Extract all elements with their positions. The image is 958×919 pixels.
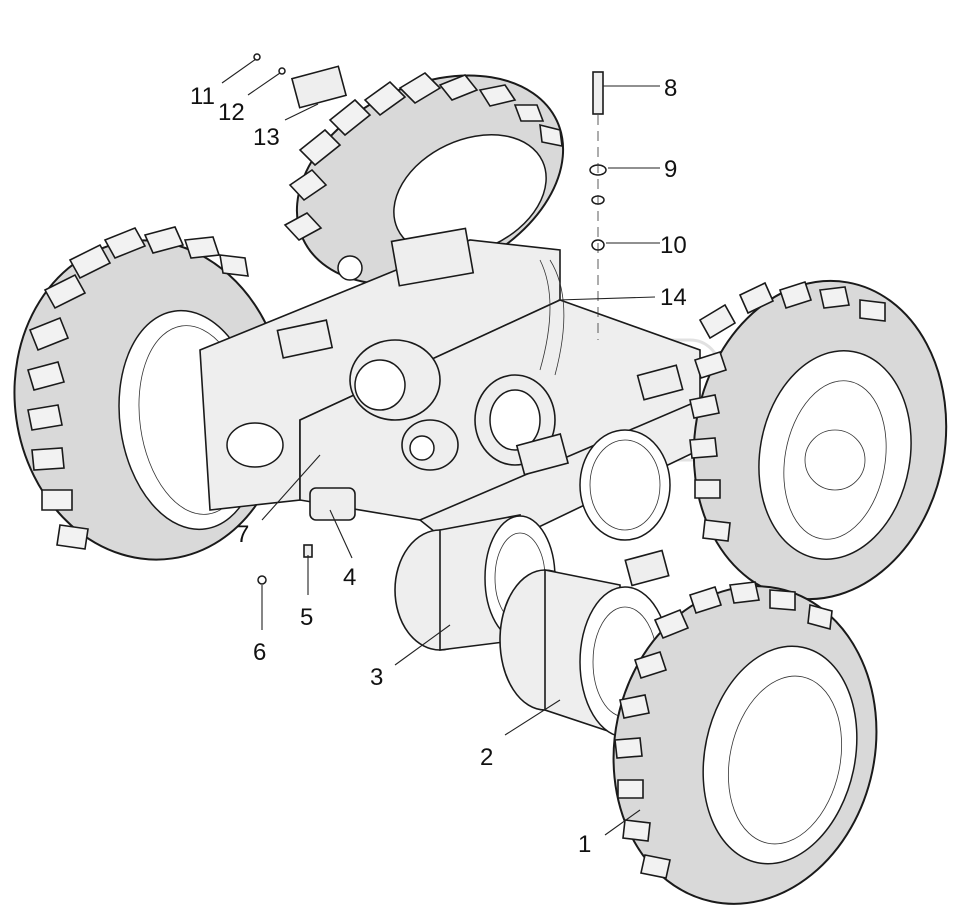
callout-4: 4 bbox=[343, 564, 356, 591]
callout-9: 9 bbox=[664, 156, 677, 183]
axle-housing bbox=[199, 227, 722, 561]
callout-3: 3 bbox=[370, 664, 383, 691]
leader-lines bbox=[221, 58, 660, 836]
right-tire bbox=[689, 279, 948, 601]
callout-11: 11 bbox=[190, 83, 215, 110]
callout-14: 14 bbox=[660, 284, 687, 311]
callout-10: 10 bbox=[660, 232, 687, 259]
callout-5: 5 bbox=[300, 604, 313, 631]
small-parts bbox=[253, 53, 670, 587]
callout-1: 1 bbox=[578, 831, 591, 858]
callout-12: 12 bbox=[218, 99, 245, 126]
callout-8: 8 bbox=[664, 75, 677, 102]
callout-labels: 1 2 3 4 5 6 7 8 9 10 11 12 13 14 bbox=[190, 75, 687, 858]
callout-6: 6 bbox=[253, 639, 266, 666]
callout-2: 2 bbox=[480, 744, 493, 771]
rear-tire-top bbox=[283, 71, 565, 286]
callout-13: 13 bbox=[253, 124, 280, 151]
callout-7: 7 bbox=[236, 521, 249, 548]
front-tire bbox=[612, 581, 878, 905]
